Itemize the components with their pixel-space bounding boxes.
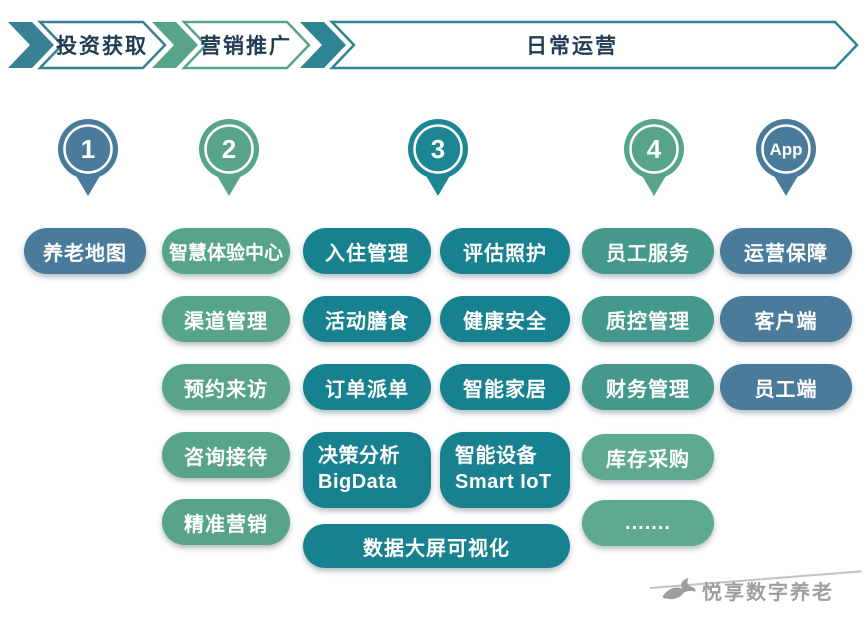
pill-assessment-care: 评估照护 xyxy=(440,228,570,274)
pill-device-line1: 智能设备 xyxy=(455,445,537,468)
pin-app-tail-icon xyxy=(773,174,799,196)
banner-marketing-label: 营销推广 xyxy=(200,34,292,58)
pill-experience-center: 智慧体验中心 xyxy=(162,228,290,274)
pill-activity-meal: 活动膳食 xyxy=(303,296,431,342)
pin-4-label: 4 xyxy=(647,134,662,164)
pin-2-label: 2 xyxy=(222,134,236,164)
pill-smart-iot: 智能设备 Smart IoT xyxy=(440,432,570,508)
banner-operation: 日常运营 xyxy=(300,20,859,70)
banner-operation-label: 日常运营 xyxy=(526,34,618,58)
pill-checkin-management: 入住管理 xyxy=(303,228,431,274)
pill-device-line2: Smart IoT xyxy=(455,471,552,493)
pill-decision-line2: BigData xyxy=(318,471,398,493)
pill-data-screen: 数据大屏可视化 xyxy=(303,524,570,568)
pill-finance-management: 财务管理 xyxy=(582,364,714,410)
watermark-brand-text: 悦享数字养老 xyxy=(702,582,834,604)
bird-icon xyxy=(662,577,696,599)
pill-channel-management: 渠道管理 xyxy=(162,296,290,342)
pill-smart-home: 智能家居 xyxy=(440,364,570,410)
pill-inventory-purchase: 库存采购 xyxy=(582,434,714,480)
pin-2: 2 xyxy=(199,119,259,196)
pin-1-tail-icon xyxy=(75,174,101,196)
pill-order-dispatch: 订单派单 xyxy=(303,364,431,410)
pill-client-app: 客户端 xyxy=(720,296,852,342)
pin-app: App xyxy=(756,119,816,196)
pin-1-label: 1 xyxy=(81,134,95,164)
pill-health-safety: 健康安全 xyxy=(440,296,570,342)
pill-elder-map: 养老地图 xyxy=(24,228,146,274)
banner-invest-label: 投资获取 xyxy=(56,34,148,58)
banner-invest: 投资获取 xyxy=(8,20,167,70)
pill-quality-control: 质控管理 xyxy=(582,296,714,342)
pin-3: 3 xyxy=(408,119,468,196)
pill-staff-service: 员工服务 xyxy=(582,228,714,274)
banner-marketing: 营销推广 xyxy=(152,20,311,70)
pin-app-label: App xyxy=(769,140,802,159)
pin-4-tail-icon xyxy=(641,174,667,196)
banner-invest-chevron-icon xyxy=(8,22,54,68)
pill-ellipsis: ....... xyxy=(582,500,714,546)
pill-decision-bigdata: 决策分析 BigData xyxy=(303,432,431,508)
pill-staff-app: 员工端 xyxy=(720,364,852,410)
pill-decision-line1: 决策分析 xyxy=(318,445,400,468)
pin-3-tail-icon xyxy=(425,174,451,196)
pin-2-tail-icon xyxy=(216,174,242,196)
pill-visit-booking: 预约来访 xyxy=(162,364,290,410)
pill-precision-marketing: 精准营销 xyxy=(162,499,290,545)
pill-consult-reception: 咨询接待 xyxy=(162,432,290,478)
pin-3-label: 3 xyxy=(431,134,445,164)
pin-1: 1 xyxy=(58,119,118,196)
banner-marketing-chevron-icon xyxy=(152,22,198,68)
pin-4: 4 xyxy=(624,119,684,196)
watermark-logo: 悦享数字养老 xyxy=(660,576,834,605)
pill-operation-support: 运营保障 xyxy=(720,228,852,274)
banner-operation-chevron-icon xyxy=(300,22,346,68)
